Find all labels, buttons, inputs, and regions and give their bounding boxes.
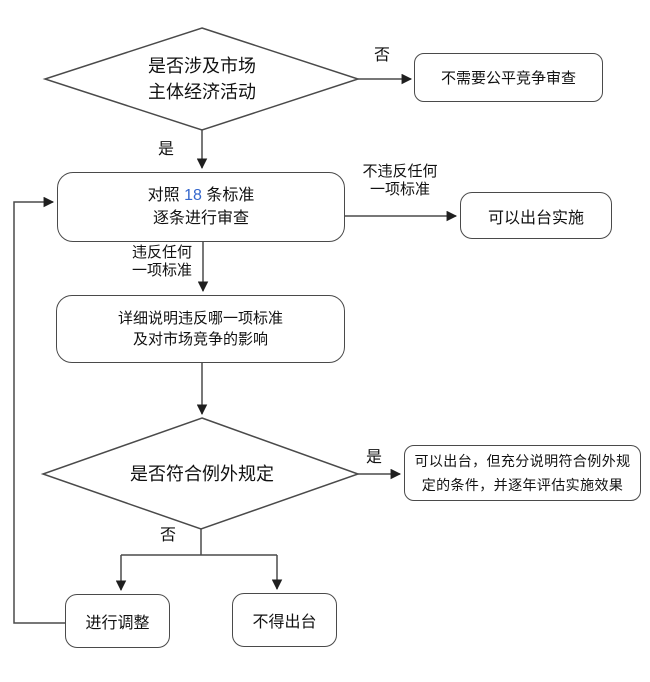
edge-label-yes-exception: 是 — [366, 449, 383, 466]
node-do-not-issue-label: 不得出台 — [252, 614, 317, 631]
node-do-not-issue: 不得出台 — [232, 593, 337, 647]
edge-label-yes-top: 是 — [158, 141, 175, 158]
node-adjust: 进行调整 — [65, 594, 170, 648]
decision-market-activity-line2: 主体经济活动 — [148, 82, 256, 102]
edge-label-violate: 违反任何 一项标准 — [118, 244, 206, 280]
edge-adjust-feedback-to-review — [13, 196, 65, 624]
node-adjust-label: 进行调整 — [85, 615, 150, 632]
node-explain-violation: 详细说明违反哪一项标准 及对市场竞争的影响 — [56, 295, 345, 363]
decision-market-activity-diamond — [42, 27, 361, 131]
decision-exception-diamond — [40, 417, 361, 530]
review-standard-count: 18 — [184, 187, 202, 204]
edge-label-not-violate-line1: 不违反任何 — [362, 163, 438, 180]
edge-label-no-top: 否 — [374, 47, 391, 64]
node-can-implement: 可以出台实施 — [460, 192, 612, 239]
node-no-review-needed-label: 不需要公平竞争审查 — [440, 70, 576, 87]
node-review-against-standards: 对照 18 条标准 逐条进行审查 — [57, 172, 345, 242]
edge-label-violate-line2: 一项标准 — [131, 262, 192, 279]
node-review-line2: 逐条进行审查 — [152, 210, 249, 227]
edge-label-not-violate: 不违反任何 一项标准 — [352, 163, 448, 199]
node-implement-with-conditions-line1: 可以出台，但充分说明符合例外规 — [414, 453, 631, 469]
edge-label-violate-line1: 违反任何 — [131, 244, 192, 261]
edge-label-no-exception: 否 — [160, 527, 177, 544]
decision-market-activity-line1: 是否涉及市场 — [148, 56, 256, 76]
node-implement-with-conditions-line2: 定的条件，并逐年评估实施效果 — [421, 477, 624, 493]
node-no-review-needed: 不需要公平竞争审查 — [414, 53, 603, 102]
node-implement-with-conditions: 可以出台，但充分说明符合例外规 定的条件，并逐年评估实施效果 — [404, 445, 641, 501]
node-explain-violation-line1: 详细说明违反哪一项标准 — [117, 310, 283, 327]
decision-exception-label: 是否符合例外规定 — [130, 464, 274, 484]
decision-exception-text: 是否符合例外规定 — [82, 461, 322, 487]
edge-label-not-violate-line2: 一项标准 — [369, 181, 430, 198]
flow-connectors — [13, 73, 458, 624]
node-can-implement-label: 可以出台实施 — [487, 209, 584, 227]
node-explain-violation-line2: 及对市场竞争的影响 — [132, 331, 268, 348]
review-suffix: 条标准 — [201, 187, 255, 204]
decision-market-activity-text: 是否涉及市场 主体经济活动 — [102, 53, 302, 105]
review-prefix: 对照 — [147, 187, 185, 204]
node-review-line1: 对照 18 条标准 — [148, 184, 255, 207]
